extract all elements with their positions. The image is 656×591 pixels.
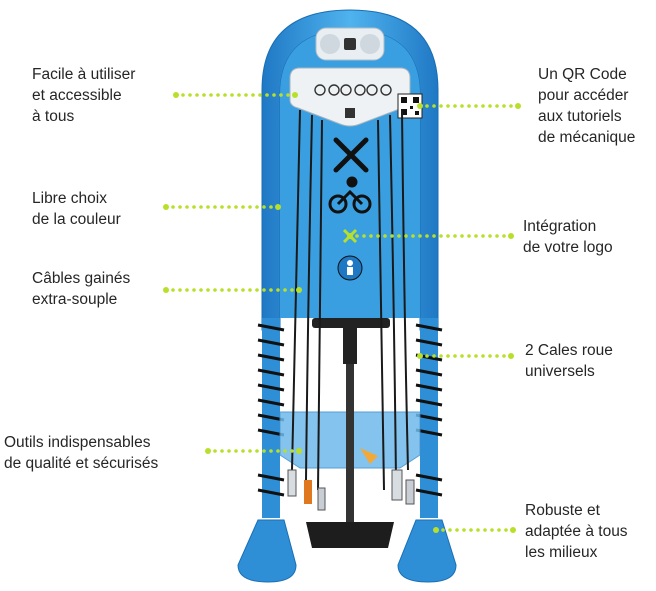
- callout-cables: Câbles gainés extra-souple: [32, 270, 131, 308]
- left-foot: [237, 519, 297, 583]
- dots-tools: [205, 448, 302, 454]
- dots-robust: [433, 527, 516, 533]
- callout-accessible: Facile à utiliser et accessible à tous: [32, 66, 136, 125]
- callout-tools: Outils indispensables de qualité et sécu…: [4, 434, 159, 472]
- callout-logo: Intégration de votre logo: [523, 218, 613, 256]
- bike-icon: [314, 84, 392, 96]
- callout-chocks: 2 Cales roue universels: [525, 342, 613, 380]
- person-badge-icon: [337, 255, 363, 281]
- pump: [306, 318, 394, 548]
- dots-logo: [347, 233, 514, 239]
- callout-color: Libre choix de la couleur: [32, 190, 121, 228]
- dots-qr: [417, 103, 521, 109]
- cyclist-icon: [328, 176, 372, 214]
- tools-cross-icon: [333, 137, 369, 173]
- left-leg: [257, 318, 285, 518]
- callout-qr: Un QR Code pour accéder aux tutoriels de…: [538, 66, 636, 146]
- top-speaker-panel: [315, 27, 385, 61]
- right-foot: [397, 519, 457, 583]
- cables: [291, 109, 409, 491]
- dots-chocks: [417, 353, 514, 359]
- bike-info-plate: [289, 67, 411, 127]
- dots-color: [163, 204, 281, 210]
- dots-cables: [163, 287, 302, 293]
- callout-robust: Robuste et adaptée à tous les milieux: [525, 502, 628, 561]
- hanging-tools: [287, 448, 415, 511]
- dots-accessible: [173, 92, 298, 98]
